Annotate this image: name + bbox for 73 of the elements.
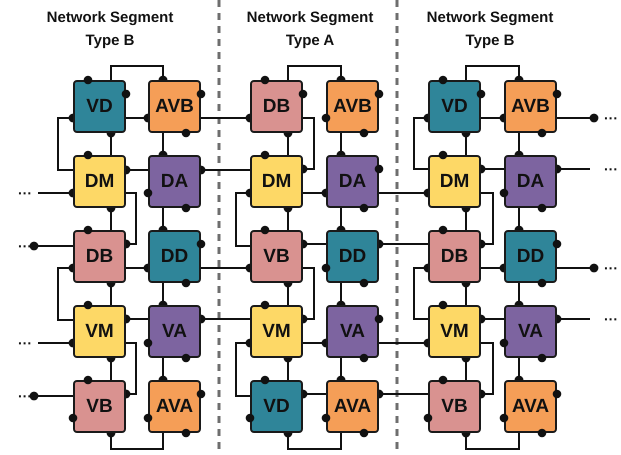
neuron-label: AVB (511, 96, 550, 118)
segment-heading: Network Segment Type A (246, 8, 374, 51)
neuron-label: DD (160, 246, 188, 268)
neuron-box (504, 380, 557, 433)
neuron-box (428, 305, 481, 358)
connector-line (30, 392, 73, 400)
neuron-box (73, 305, 126, 358)
neuron-label: DA (516, 170, 544, 192)
neuron-box (73, 380, 126, 433)
neuron-label: VM (262, 320, 291, 342)
neuron-box (326, 380, 379, 433)
neuron-label: DD (338, 246, 366, 268)
neuron-box (148, 80, 201, 133)
continuation-dots: ··· (594, 261, 618, 275)
neuron-box (504, 230, 557, 283)
neuron-label: AVA (156, 396, 194, 418)
neuron-label: VA (162, 320, 187, 342)
neuron-box (250, 230, 303, 283)
neuron-label: AVA (512, 396, 550, 418)
neuron-box (428, 80, 481, 133)
continuation-dots: ··· (594, 111, 618, 125)
neuron-label: AVB (333, 96, 372, 118)
neuron-label: VM (440, 320, 469, 342)
segment-heading: Network Segment Type B (426, 8, 554, 51)
neuron-box (504, 155, 557, 208)
neuron-label: DM (440, 170, 470, 192)
segment-heading: Network Segment Type B (46, 8, 174, 51)
neuron-label: VD (263, 396, 290, 418)
neuron-label: DA (338, 170, 366, 192)
neuron-box (428, 380, 481, 433)
connector-line (557, 114, 598, 122)
neuron-label: VB (263, 246, 290, 268)
connector-line (30, 242, 73, 250)
neuron-label: VB (86, 396, 113, 418)
neuron-box (250, 305, 303, 358)
neuron-box (250, 80, 303, 133)
neuron-label: DM (84, 170, 114, 192)
neuron-label: VD (86, 96, 113, 118)
neuron-box (326, 230, 379, 283)
neuron-box (148, 155, 201, 208)
continuation-dots: ··· (18, 336, 38, 350)
neuron-label: DB (86, 246, 114, 268)
neuron-label: DA (160, 170, 188, 192)
neuron-box (428, 155, 481, 208)
neuron-box (148, 305, 201, 358)
neuron-box (504, 80, 557, 133)
neuron-label: VB (441, 396, 468, 418)
neuron-box (428, 230, 481, 283)
neuron-label: AVB (155, 96, 194, 118)
neuron-label: DB (440, 246, 468, 268)
neuron-box (73, 80, 126, 133)
neuron-box (73, 230, 126, 283)
connector-line (557, 264, 598, 272)
neuron-label: AVA (334, 396, 372, 418)
neuron-box (148, 230, 201, 283)
neuron-box (73, 155, 126, 208)
neuron-box (504, 305, 557, 358)
continuation-dots: ··· (590, 312, 618, 326)
continuation-dots: ··· (18, 186, 38, 200)
neuron-label: DB (262, 96, 290, 118)
neuron-box (250, 155, 303, 208)
neuron-label: VM (85, 320, 114, 342)
continuation-dots: ··· (590, 162, 618, 176)
neuron-box (326, 80, 379, 133)
neuron-label: VA (518, 320, 543, 342)
neuron-box (326, 305, 379, 358)
neuron-label: VD (441, 96, 468, 118)
neuron-label: VA (340, 320, 365, 342)
neuron-label: DD (516, 246, 544, 268)
neuron-box (250, 380, 303, 433)
neuron-box (148, 380, 201, 433)
neuron-label: DM (262, 170, 292, 192)
neuron-box (326, 155, 379, 208)
